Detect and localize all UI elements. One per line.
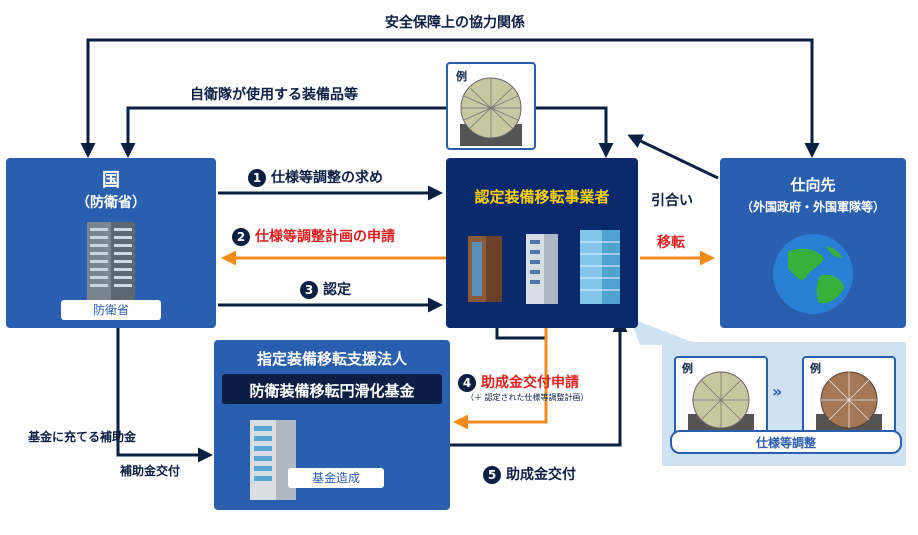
example-label: 例 bbox=[456, 70, 467, 83]
intro-label: 引合い bbox=[651, 193, 693, 209]
badge-3: 3 bbox=[300, 281, 318, 299]
chevron-right-icon: » bbox=[772, 382, 783, 401]
subsidy-fund-label: 基金に充てる補助金 bbox=[28, 430, 137, 444]
subsidy-arrow bbox=[116, 328, 213, 463]
example-after-card: 例 bbox=[802, 356, 896, 438]
badge-5: 5 bbox=[483, 466, 501, 484]
radar-dome-icon bbox=[460, 77, 522, 146]
destination-box: 仕向先 （外国政府・外国軍隊等） bbox=[720, 158, 906, 328]
intro-arrow bbox=[627, 134, 719, 180]
destination-title: 仕向先 bbox=[790, 176, 836, 194]
example-bubble-tail bbox=[630, 318, 700, 345]
example-before-card: 例 bbox=[674, 356, 768, 438]
equipment-arrow-right bbox=[531, 106, 614, 158]
badge-2: 2 bbox=[232, 228, 250, 246]
example-panel: 例 » 例 仕様等調整 bbox=[662, 342, 906, 466]
country-box: 国 （防衛省） 防衛省 bbox=[6, 158, 216, 328]
security-arrow-right bbox=[460, 38, 820, 158]
security-label: 安全保障上の協力関係 bbox=[385, 15, 525, 31]
support-title: 指定装備移転支援法人 bbox=[256, 350, 407, 368]
security-arrow-left bbox=[80, 38, 460, 158]
step4-sub-label: （＋ 認定された仕様等調整計画） bbox=[466, 393, 589, 402]
badge-1: 1 bbox=[248, 169, 266, 187]
radar-dome-icon bbox=[688, 371, 754, 434]
fund-box: 防衛装備移転円滑化基金 bbox=[222, 374, 442, 404]
country-title: 国 bbox=[102, 170, 120, 191]
radar-dome-icon bbox=[816, 371, 882, 434]
example-caption-box: 仕様等調整 bbox=[670, 430, 902, 454]
support-pill: 基金造成 bbox=[288, 468, 384, 488]
business-title: 認定装備移転事業者 bbox=[474, 188, 610, 206]
business-box: 認定装備移転事業者 bbox=[446, 158, 638, 328]
subsidy-grant-label: 補助金交付 bbox=[120, 464, 181, 478]
destination-subtitle: （外国政府・外国軍隊等） bbox=[740, 200, 885, 214]
transfer-label: 移転 bbox=[657, 235, 685, 251]
buildings-icon bbox=[468, 230, 620, 304]
equipment-label: 自衛隊が使用する装備品等 bbox=[190, 87, 358, 103]
example-before-label: 例 bbox=[682, 362, 693, 375]
office-building-icon bbox=[250, 420, 296, 500]
badge-4: 4 bbox=[458, 374, 476, 392]
example-dome-card: 例 bbox=[446, 62, 536, 150]
support-box: 指定装備移転支援法人 防衛装備移転円滑化基金 基金造成 bbox=[214, 340, 450, 510]
step4-arrow-orange bbox=[453, 328, 548, 430]
fund-title: 防衛装備移転円滑化基金 bbox=[249, 382, 415, 400]
country-pill: 防衛省 bbox=[61, 300, 161, 320]
example-after-label: 例 bbox=[810, 362, 821, 375]
globe-icon bbox=[773, 234, 853, 314]
building-icon bbox=[87, 222, 135, 300]
example-caption: 仕様等調整 bbox=[755, 436, 816, 450]
equipment-arrow-left bbox=[120, 106, 448, 158]
country-subtitle: （防衛省） bbox=[76, 195, 146, 211]
